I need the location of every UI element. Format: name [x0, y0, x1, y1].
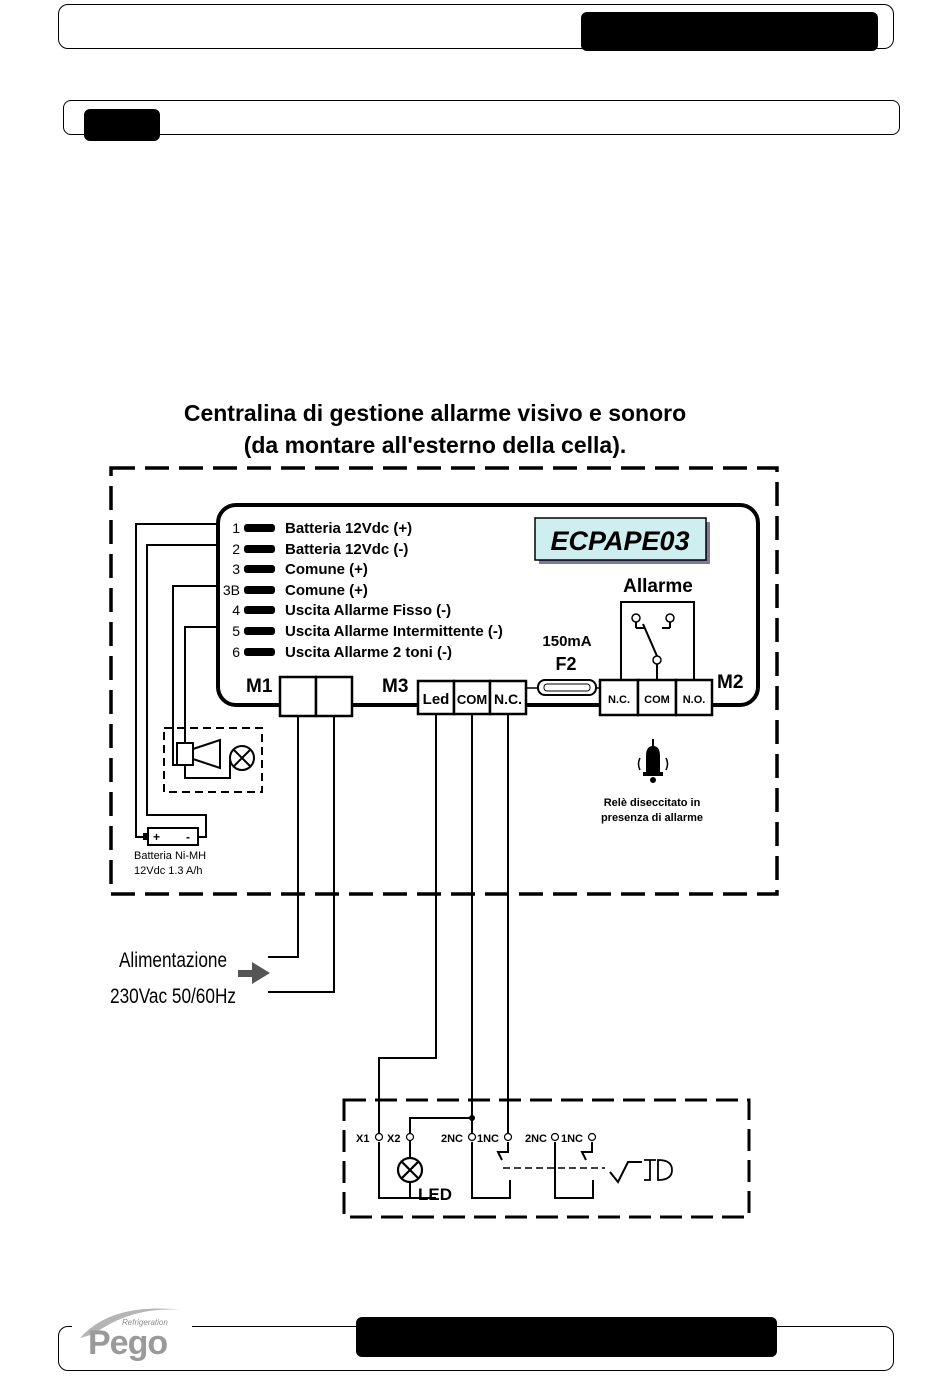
fuse-rating: 150mA [542, 633, 591, 650]
pego-logo-swoosh [80, 1308, 182, 1338]
terminal-bar [244, 627, 275, 635]
siren-icon [176, 738, 231, 779]
svg-text:-: - [186, 830, 190, 844]
bottom-terminal-label: 2NC [441, 1133, 463, 1145]
m2-label: M2 [717, 672, 743, 693]
terminal-bar [244, 648, 275, 656]
bottom-terminal-label: X2 [387, 1133, 400, 1145]
terminal-num: 3B [223, 582, 240, 598]
model-label-box [534, 517, 707, 561]
model-label: ECPAPE03 [550, 526, 689, 556]
relay-title: Allarme [623, 576, 693, 597]
led-label: LED [418, 1185, 452, 1204]
terminal-label: Uscita Allarme 2 toni (-) [285, 644, 452, 661]
terminal-bar [244, 606, 275, 614]
terminal-bar [244, 565, 275, 573]
terminal-bar [244, 586, 275, 594]
terminal-num: 5 [232, 623, 240, 639]
m1-power-terminal [278, 675, 318, 718]
m1-power-terminal [314, 675, 354, 718]
terminal-bar [244, 545, 275, 553]
terminal-num: 1 [232, 520, 240, 536]
lamp-icon [229, 745, 255, 771]
relay-contact-icon [620, 601, 695, 680]
terminal-label: Comune (+) [285, 582, 368, 599]
m3-terminal-label: COM [457, 692, 487, 707]
header-title-bar [581, 12, 878, 51]
footer-title-bar [356, 1317, 777, 1357]
terminal-num: 4 [232, 602, 240, 618]
m1-label: M1 [246, 676, 273, 697]
terminal-label: Batteria 12Vdc (-) [285, 541, 408, 558]
pego-logo-tagline: Refrigeration [122, 1318, 168, 1327]
terminal-label: Comune (+) [285, 561, 368, 578]
arrow-right-icon [238, 962, 270, 984]
pushbutton-icon [644, 1159, 673, 1181]
led-lamp-icon [396, 1156, 424, 1184]
relay-note-line2: presenza di allarme [601, 812, 703, 824]
bell-icon [637, 739, 669, 783]
terminal-label: Batteria 12Vdc (+) [285, 520, 412, 537]
m1-wiring [135, 523, 218, 838]
terminal-num: 2 [232, 541, 240, 557]
fuse-name: F2 [555, 654, 576, 674]
terminal-list: 1 Batteria 12Vdc (+) 2 Batteria 12Vdc (-… [223, 520, 503, 661]
terminal-num: 6 [232, 644, 240, 660]
siren-unit-outline [163, 727, 263, 793]
m3-label: M3 [382, 676, 408, 697]
power-label-line2: 230Vac 50/60Hz [110, 986, 236, 1009]
pego-logo: Refrigeration Pego [72, 1300, 192, 1370]
bottom-terminal-label: 2NC [525, 1133, 547, 1145]
section-tag [84, 109, 160, 141]
m3-terminal-label: N.C. [494, 691, 522, 707]
terminal-bar [244, 524, 275, 532]
section-frame [63, 100, 900, 135]
m2-terminal-nc [598, 678, 640, 717]
diagram-title-line2: (da montare all'esterno della cella). [244, 432, 627, 458]
m2-terminal-no [674, 678, 714, 717]
svg-text:+: + [153, 830, 160, 844]
battery-label-line2: 12Vdc 1.3 A/h [134, 865, 203, 877]
terminal-label: Uscita Allarme Fisso (-) [285, 602, 451, 619]
power-label-line1: Alimentazione [119, 950, 227, 973]
battery-label-line1: Batteria Ni-MH [134, 850, 206, 862]
pego-logo-text: Pego [88, 1324, 168, 1362]
battery-icon: + - [143, 827, 199, 846]
terminal-label: Uscita Allarme Intermittente (-) [285, 623, 503, 640]
terminal-dot [374, 1132, 597, 1142]
m2-terminal-label: N.C. [608, 694, 630, 706]
bottom-terminal-label: 1NC [561, 1133, 583, 1145]
m3-terminal-label: Led [423, 691, 450, 708]
m2-terminal-label: N.O. [683, 694, 706, 706]
relay-note-line1: Relè diseccitato in [604, 797, 701, 809]
terminal-num: 3 [232, 561, 240, 577]
m2-terminal-label: COM [644, 694, 670, 706]
remote-panel-outline [342, 1098, 751, 1219]
diagram-title-line1: Centralina di gestione allarme visivo e … [184, 400, 686, 426]
bottom-terminal-label: 1NC [477, 1133, 499, 1145]
power-supply-wiring [268, 716, 335, 993]
m3-wiring [378, 714, 509, 1133]
bottom-terminal-label: X1 [356, 1133, 369, 1145]
fuse-icon [537, 679, 597, 696]
